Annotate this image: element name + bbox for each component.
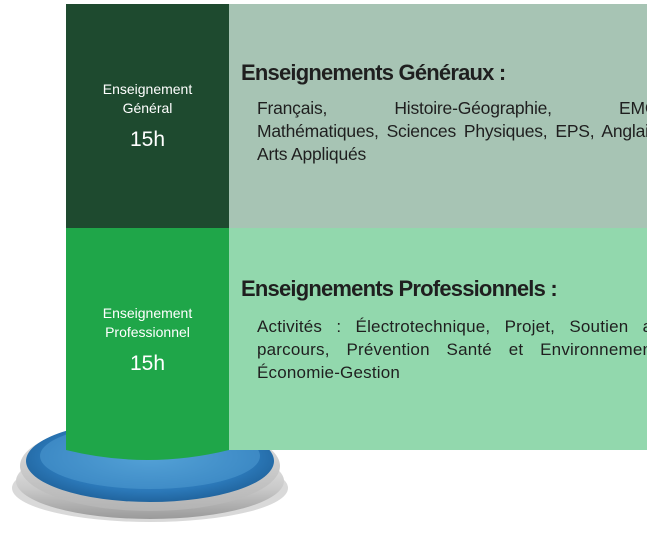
professional-subjects-panel: Enseignements Professionnels : Activités… [229,228,647,450]
professional-teaching-label: Enseignement Professionnel [66,304,229,342]
general-label-line1: Enseignement [102,81,193,97]
professional-label-line1: Enseignement [102,305,193,321]
general-subjects-title: Enseignements Généraux : [241,60,506,85]
professional-hours: 15h [129,352,166,375]
general-teaching-column: Enseignement Général 15h [66,4,229,228]
professional-teaching-column: Enseignement Professionnel 15h [66,228,229,450]
general-subjects-list: Français, Histoire-Géographie, EMC, Math… [257,98,647,164]
professional-label-line2: Professionnel [105,324,190,340]
general-subjects-panel: Enseignements Généraux : Français, Histo… [229,4,647,228]
professional-subjects-title: Enseignements Professionnels : [241,276,558,301]
general-label-line2: Général [122,100,173,116]
professional-subjects-list: Activités : Électrotechnique, Projet, So… [257,317,647,382]
general-hours: 15h [129,128,166,151]
general-teaching-label: Enseignement Général [66,80,229,118]
